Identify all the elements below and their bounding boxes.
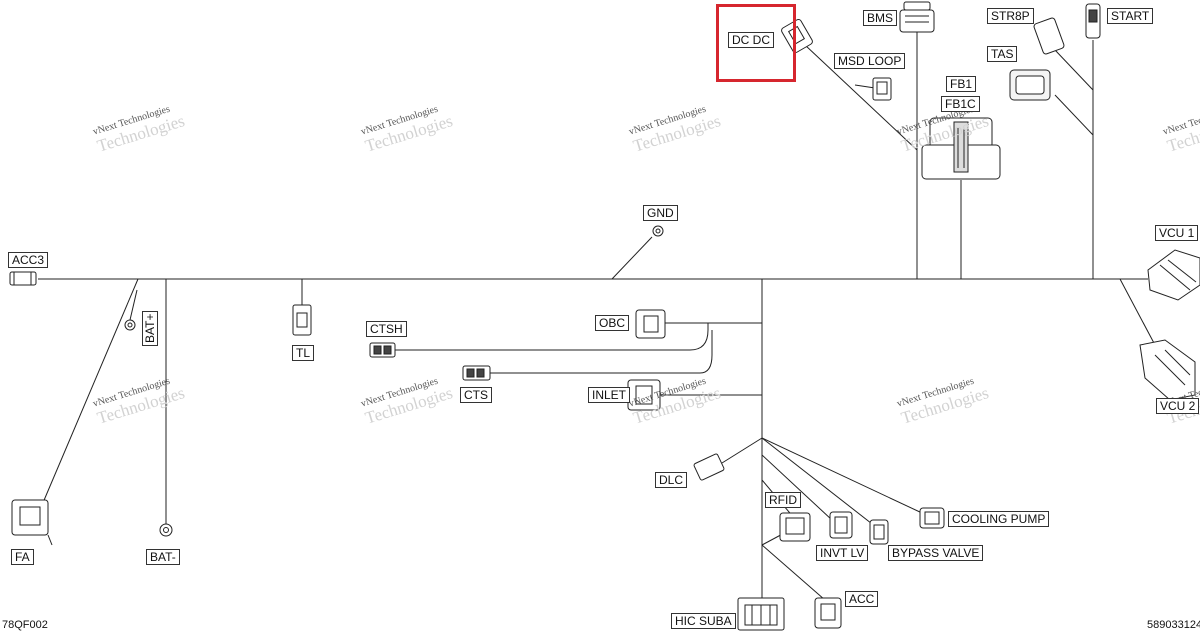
tas-wire: [1054, 94, 1094, 136]
acc-connector: [814, 597, 842, 629]
obc-connector: [635, 309, 666, 339]
str8p-connector: [1033, 17, 1065, 55]
label-tas: TAS: [987, 46, 1018, 62]
label-fb1c: FB1C: [941, 96, 980, 112]
gnd-wire: [611, 236, 653, 280]
label-bms: BMS: [863, 10, 898, 26]
gnd-ring-terminal: [652, 225, 664, 237]
invt-lv-wire: [761, 454, 833, 521]
label-dcdc: DC DC: [728, 32, 774, 48]
vcu2-wire: [1119, 278, 1156, 346]
label-bypass-valve: BYPASS VALVE: [888, 545, 984, 561]
label-fa: FA: [11, 549, 34, 565]
hic-suba-connector: [737, 597, 785, 631]
label-msd-loop: MSD LOOP: [834, 53, 906, 69]
label-invt-lv: INVT LV: [816, 545, 869, 561]
batplus-ring-terminal: [124, 319, 136, 331]
label-rfid: RFID: [765, 492, 801, 508]
dcdc-wire: [804, 44, 918, 151]
acc3-connector: [9, 271, 37, 286]
label-batplus: BAT+: [142, 310, 158, 346]
fa-connector: [11, 499, 53, 546]
label-vcu1: VCU 1: [1155, 225, 1199, 241]
label-vcu2: VCU 2: [1156, 398, 1200, 414]
dlc-wire: [721, 437, 763, 464]
bypass-wire: [761, 437, 877, 528]
bms-connector: [899, 1, 935, 33]
vcu2-connector: [1139, 339, 1196, 401]
tl-connector: [292, 304, 312, 336]
ctsh-wire: [395, 323, 709, 351]
invt-lv-connector: [829, 511, 853, 539]
str8p-wire: [1054, 49, 1094, 91]
label-gnd: GND: [643, 205, 678, 221]
label-cts: CTS: [460, 387, 492, 403]
cooling-pump-wire: [761, 437, 923, 514]
label-tl: TL: [292, 345, 315, 361]
dcdc-connector: [781, 18, 813, 54]
start-connector: [1085, 3, 1101, 39]
label-fb1: FB1: [946, 76, 977, 92]
label-dlc: DLC: [655, 472, 688, 488]
label-inlet: INLET: [588, 387, 631, 403]
batplus-wire: [129, 289, 138, 321]
label-hic-suba: HIC SUBA: [671, 613, 736, 629]
figure-code-right: 589033124: [1147, 619, 1200, 631]
label-cooling-pump: COOLING PUMP: [948, 511, 1050, 527]
msd-loop-wire: [854, 84, 876, 89]
tas-connector: [1009, 69, 1051, 101]
label-acc: ACC: [845, 591, 879, 607]
vcu1-connector: [1147, 249, 1200, 301]
fa-wire: [41, 278, 139, 506]
label-batminus: BAT-: [146, 549, 180, 565]
batminus-ring-terminal: [159, 523, 173, 537]
figure-code-left: 78QF002: [2, 619, 48, 631]
rfid-connector: [779, 512, 811, 542]
label-obc: OBC: [595, 315, 630, 331]
cts-connector: [462, 365, 491, 381]
ctsh-connector: [369, 342, 396, 358]
msd-loop-connector: [872, 77, 892, 101]
dcdc-highlight-box: [716, 4, 796, 82]
fb1c-connector: [921, 117, 1001, 180]
bypass-valve-connector: [869, 519, 889, 545]
label-start: START: [1107, 8, 1154, 24]
cts-wire: [490, 330, 713, 374]
cooling-pump-connector: [919, 507, 945, 529]
acc-wire: [761, 544, 826, 601]
label-ctsh: CTSH: [366, 321, 407, 337]
label-str8p: STR8P: [987, 8, 1034, 24]
inlet-connector: [627, 379, 661, 411]
label-acc3: ACC3: [8, 252, 49, 268]
dlc-connector: [693, 453, 725, 481]
